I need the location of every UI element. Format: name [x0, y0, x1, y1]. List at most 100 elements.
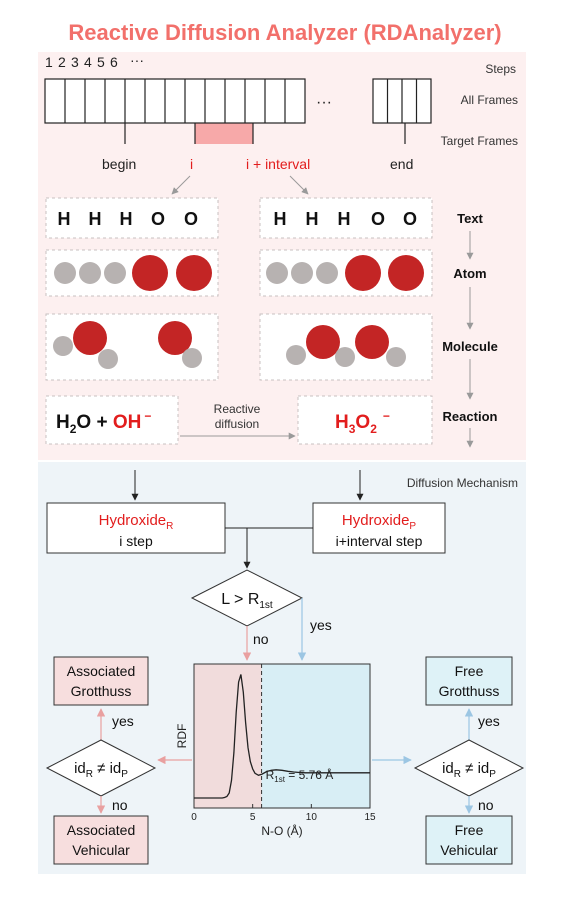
text-atom: H [58, 209, 71, 229]
text-atom: H [306, 209, 319, 229]
oxygen-atom [306, 325, 340, 359]
oxygen-atom [355, 325, 389, 359]
x-tick-label: 15 [364, 812, 376, 823]
arrow-interval-down [289, 175, 309, 195]
label-i: i [190, 156, 193, 172]
hydrogen-atom [316, 262, 338, 284]
x-tick-label: 10 [306, 812, 318, 823]
reactants-formula: H2O + OH− [56, 409, 151, 436]
reactive-diffusion-line1: Reactive [214, 402, 261, 416]
label-i-interval: i + interval [246, 156, 310, 172]
level-text-label: Text [457, 211, 483, 226]
steps-ellipsis: ··· [130, 52, 144, 68]
text-atom: H [120, 209, 133, 229]
free-grotthuss-box [425, 656, 513, 706]
free-region [261, 664, 370, 808]
associated-vehicular-line2: Vehicular [72, 842, 130, 858]
associated-grotthuss-line1: Associated [67, 663, 135, 679]
hydrogen-atom [335, 347, 355, 367]
hydroxide-p-step: i+interval step [336, 533, 423, 549]
associated-grotthuss-box [53, 656, 149, 706]
associated-vehicular-line1: Associated [67, 822, 135, 838]
label-steps: Steps [485, 62, 516, 76]
product-formula: H3O2− [335, 409, 390, 436]
step-number: 5 [97, 54, 105, 70]
id-diamond-left [45, 739, 157, 797]
step-number: 3 [71, 54, 79, 70]
mechanism-title: Diffusion Mechanism [407, 476, 518, 490]
text-atom: O [403, 209, 417, 229]
hydroxide-r-step: i step [119, 533, 153, 549]
id-diamond-right [413, 739, 525, 797]
label-target-frames: Target Frames [441, 134, 518, 148]
x-tick-label: 0 [191, 812, 197, 823]
step-number: 2 [58, 54, 66, 70]
text-atom: H [274, 209, 287, 229]
hydroxide-r-box [46, 502, 226, 554]
text-atom: H [338, 209, 351, 229]
reactive-diffusion-line2: diffusion [215, 417, 259, 431]
arrow-i-down [171, 175, 191, 195]
molecules-right [286, 325, 406, 367]
text-atom: O [151, 209, 165, 229]
hydrogen-atom [104, 262, 126, 284]
atom-row-left [54, 255, 212, 291]
free-grotthuss-line1: Free [455, 663, 484, 679]
hydroxide-r-label: HydroxideR [99, 512, 174, 532]
oxygen-atom [388, 255, 424, 291]
molecules-left [53, 321, 202, 369]
associated-region [194, 664, 262, 808]
oxygen-atom [158, 321, 192, 355]
oxygen-atom [176, 255, 212, 291]
text-atom: O [184, 209, 198, 229]
level-atom-label: Atom [453, 266, 486, 281]
hydrogen-atom [79, 262, 101, 284]
frames-ellipsis: ··· [316, 94, 332, 111]
free-grotthuss-line2: Grotthuss [439, 683, 500, 699]
x-tick-label: 5 [250, 812, 256, 823]
hydroxide-p-box [312, 502, 446, 554]
free-vehicular-line2: Vehicular [440, 842, 498, 858]
yes-label-condition: yes [310, 617, 332, 633]
frame-strip [44, 78, 432, 144]
text-atom: H [89, 209, 102, 229]
level-molecule-label: Molecule [442, 339, 498, 354]
hydrogen-atom [266, 262, 288, 284]
step-number: 6 [110, 54, 118, 70]
label-end: end [390, 156, 413, 172]
y-axis-label: RDF [175, 724, 189, 749]
id-condition-right: idR ≠ idP [442, 760, 496, 780]
x-axis-label: N-O (Å) [261, 823, 302, 838]
step-number: 4 [84, 54, 92, 70]
label-all-frames: All Frames [461, 93, 518, 107]
hydrogen-atom [53, 336, 73, 356]
target-frames-highlight [195, 122, 253, 144]
free-vehicular-line1: Free [455, 822, 484, 838]
condition-label: L > R1st [221, 591, 273, 611]
step-number: 1 [45, 54, 53, 70]
oxygen-atom [132, 255, 168, 291]
frames-block-main [44, 78, 306, 124]
rdf-curve [194, 674, 370, 799]
id-condition-left: idR ≠ idP [74, 760, 128, 780]
level-reaction-label: Reaction [443, 409, 498, 424]
no-label-condition: no [253, 631, 269, 647]
hydrogen-atom [182, 348, 202, 368]
yes-label-left: yes [112, 713, 134, 729]
atom-row-right [266, 255, 424, 291]
free-vehicular-box [425, 815, 513, 865]
hydrogen-atom [386, 347, 406, 367]
oxygen-atom [73, 321, 107, 355]
no-label-right: no [478, 797, 494, 813]
hydrogen-atom [291, 262, 313, 284]
plot-frame [193, 663, 371, 809]
label-begin: begin [102, 156, 136, 172]
yes-label-right: yes [478, 713, 500, 729]
hydroxide-p-label: HydroxideP [342, 512, 417, 532]
page-title: Reactive Diffusion Analyzer (RDAnalyzer) [68, 20, 501, 45]
hydrogen-atom [286, 345, 306, 365]
